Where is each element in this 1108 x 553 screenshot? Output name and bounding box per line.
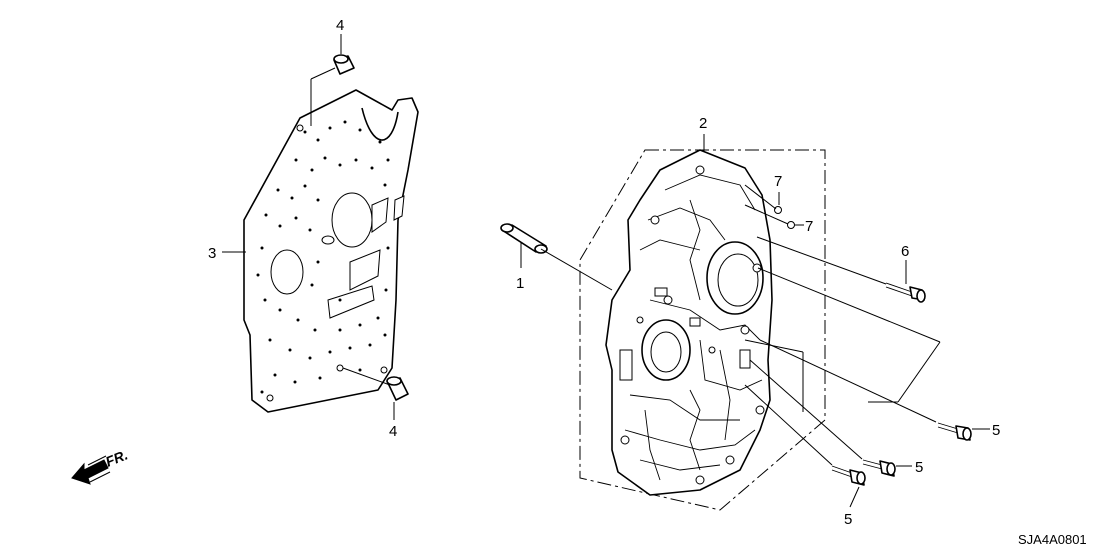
callout-4-top: 4	[336, 17, 344, 34]
callout-7-right: 7	[805, 218, 813, 235]
flange-bolt-5-bottom	[831, 465, 866, 486]
o-ring-top	[774, 206, 782, 214]
valve-passages	[619, 165, 765, 485]
callout-7-top: 7	[774, 173, 782, 190]
callout-2: 2	[699, 115, 707, 132]
leader-lines	[222, 34, 990, 508]
main-valve-body	[579, 149, 826, 511]
assembly-boundary	[579, 149, 826, 511]
flange-bolt-5-middle	[862, 459, 896, 477]
direction-label: FR.	[103, 446, 130, 469]
dowel-pin-top	[333, 54, 355, 75]
dowel-pin-bottom	[386, 376, 409, 401]
front-direction-arrow-icon	[71, 455, 111, 485]
diagram-code: SJA4A0801	[1018, 532, 1087, 547]
o-ring-right	[787, 221, 795, 229]
callout-4-bottom: 4	[389, 423, 397, 440]
callout-1: 1	[516, 275, 524, 292]
flange-bolt-6	[885, 282, 926, 303]
callout-6: 6	[901, 243, 909, 260]
callout-5-bottom: 5	[844, 511, 852, 528]
callout-5-middle: 5	[915, 459, 923, 476]
plate-perforations	[256, 120, 390, 402]
callout-5-right: 5	[992, 422, 1000, 439]
callout-3: 3	[208, 245, 216, 262]
separator-plate	[243, 89, 419, 413]
flange-bolt-5-right	[937, 422, 972, 441]
dowel-pin-long	[500, 223, 548, 254]
